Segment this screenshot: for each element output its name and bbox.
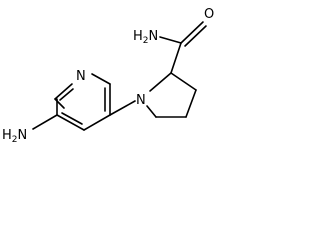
amide-n-label: H2N (133, 29, 158, 46)
bond-c2-carbonyl (170, 42, 182, 74)
structure-diagram: H2N N N O H2N (2, 7, 214, 145)
bond-carbonyl-n (159, 36, 182, 44)
pyridine-n-label: N (76, 69, 86, 84)
bond-c1-npyr (54, 83, 73, 100)
bond-double-c4c5 (61, 112, 83, 125)
bond-ring-pyrrolidine (109, 100, 136, 116)
pyrrolidine-ring (146, 72, 197, 118)
bond-n-c2 (149, 72, 172, 92)
bond-c5-n (146, 105, 157, 118)
amine-n-label: H2N (2, 128, 27, 145)
bond-c3-c4 (185, 89, 197, 118)
bond-carbonyl-o (180, 21, 204, 44)
bond-ring-amine (32, 114, 58, 130)
bond-carbonyl-o-double (184, 25, 207, 47)
carboxamide-group (159, 21, 207, 74)
carbonyl-o-label: O (204, 7, 214, 22)
bond-double-npyr (59, 88, 74, 101)
bond-npyr-c2 (91, 73, 111, 85)
pyrrolidine-n-label: N (136, 93, 146, 108)
bond-c3-c4 (83, 114, 111, 131)
pyridine-ring (54, 73, 111, 131)
bond-c4-c5 (56, 114, 85, 131)
bond-c2-c3 (170, 72, 197, 91)
